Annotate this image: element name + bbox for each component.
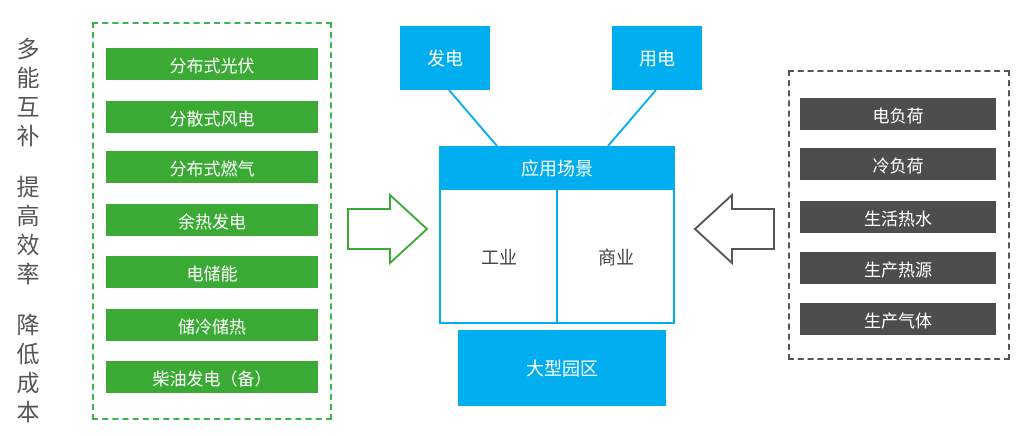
slogan-char: 补 [16, 124, 40, 150]
slogan: 多 能 互 补 提 高 效 率 降 低 成 本 [14, 36, 42, 428]
demand-box: 生活热水 [800, 201, 996, 233]
slogan-char: 成 [16, 371, 40, 397]
slogan-char: 低 [16, 342, 40, 368]
energy-source-box: 电储能 [106, 256, 318, 288]
demand-box: 生产气体 [800, 303, 996, 335]
energy-source-box: 柴油发电（备） [106, 361, 318, 393]
slogan-char: 降 [16, 313, 40, 339]
left-arrow-icon [693, 192, 775, 266]
generation-box: 发电 [400, 26, 490, 90]
demand-group [788, 70, 1010, 360]
right-arrow-icon [347, 192, 429, 266]
large-park-box: 大型园区 [458, 330, 666, 406]
application-scene-title: 应用场景 [439, 146, 675, 190]
scene-divider [556, 190, 558, 324]
consumption-box: 用电 [612, 26, 702, 90]
slogan-char: 高 [16, 204, 40, 230]
slogan-char: 能 [16, 66, 40, 92]
slogan-char: 多 [16, 37, 40, 63]
slogan-char: 效 [16, 233, 40, 259]
slogan-char: 率 [16, 262, 40, 288]
commerce-cell: 商业 [598, 248, 634, 269]
consumption-connector [607, 89, 657, 147]
energy-source-group [92, 22, 332, 420]
energy-source-box: 分布式光伏 [106, 48, 318, 80]
generation-connector [448, 89, 498, 147]
demand-box: 生产热源 [800, 252, 996, 284]
slogan-char: 互 [16, 95, 40, 121]
industry-cell: 工业 [481, 248, 517, 269]
slogan-char: 提 [16, 175, 40, 201]
slogan-char: 本 [16, 400, 40, 426]
demand-box: 电负荷 [800, 98, 996, 130]
energy-source-box: 分散式风电 [106, 101, 318, 133]
energy-source-box: 储冷储热 [106, 309, 318, 341]
demand-box: 冷负荷 [800, 148, 996, 180]
energy-source-box: 余热发电 [106, 204, 318, 236]
energy-source-box: 分布式燃气 [106, 151, 318, 183]
